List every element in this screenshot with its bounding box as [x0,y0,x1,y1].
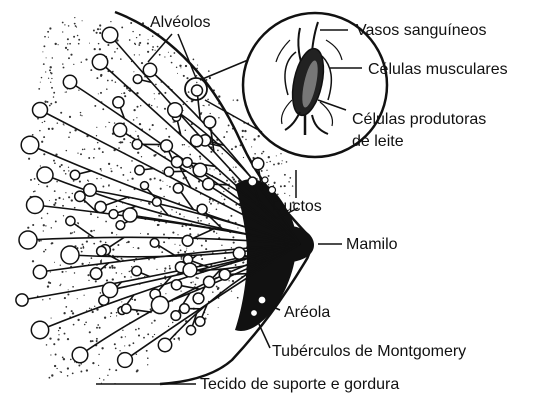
alveolus [116,221,125,230]
alveolus [102,27,118,43]
label-tuberculos: Tubérculos de Montgomery [272,343,466,360]
alveolus [182,235,193,246]
alveolus [193,163,207,177]
alveolus [183,158,193,168]
alveolus [122,304,131,313]
alveolus [132,266,142,276]
label-alveolos: Alvéolos [150,14,210,31]
alveolus [66,216,75,225]
alveolus [90,268,102,280]
alveolus [171,280,181,290]
alveolus [219,269,230,280]
alveolus [95,201,106,212]
alveolus [135,166,144,175]
alveolus [123,208,137,222]
label-ductos: Ductos [272,198,322,215]
alveolus [248,177,257,186]
alveolus [33,103,48,118]
alveolus [27,197,44,214]
alveolus [183,263,197,277]
alveolus [141,182,149,190]
alveolus [180,304,190,314]
alveolus [150,239,159,248]
alveolus [192,85,203,96]
alveolus [195,317,205,327]
alveolus [109,210,118,219]
alveolus [203,178,215,190]
alveolus [158,338,171,351]
alveolus [70,170,79,179]
alveolus [161,140,173,152]
alveolus [118,353,133,368]
alveolus [191,135,203,147]
alveolus [252,158,264,170]
alveolus [92,54,107,69]
alveolus [113,97,124,108]
alveolus [186,326,195,335]
alveolus [21,136,39,154]
alveolus [84,184,97,197]
label-mamilo: Mamilo [346,236,398,253]
label-celulas-musculares: Células musculares [368,61,508,78]
alveolus [133,75,142,84]
alveolus [152,198,161,207]
alveolus [204,276,215,287]
alveolus [72,347,88,363]
alveolus [97,246,107,256]
alveolus [33,265,46,278]
label-celulas-produtoras-2: de leite [352,133,404,150]
alveolus [63,75,76,88]
alveolus [168,103,183,118]
alveolus [233,247,245,259]
alveolus [164,167,173,176]
alveolus [61,246,79,264]
alveolus [171,311,181,321]
alveolus [193,293,204,304]
alveolus [171,156,182,167]
alveolus [19,231,37,249]
label-areola: Aréola [284,304,330,321]
label-vasos-sanguineos: Vasos sanguíneos [356,22,486,39]
alveolus [132,139,142,149]
alveolus [31,321,48,338]
alveolus [197,204,207,214]
label-tecido: Tecido de suporte e gordura [200,376,399,393]
alveolus [143,63,156,76]
alveolus [102,282,117,297]
alveolus [151,296,168,313]
alveolus [113,123,126,136]
alveolus [173,183,183,193]
label-celulas-produtoras-1: Células produtoras [352,111,486,128]
alveolus [16,294,28,306]
alveolus [37,167,53,183]
alveolus [204,116,216,128]
